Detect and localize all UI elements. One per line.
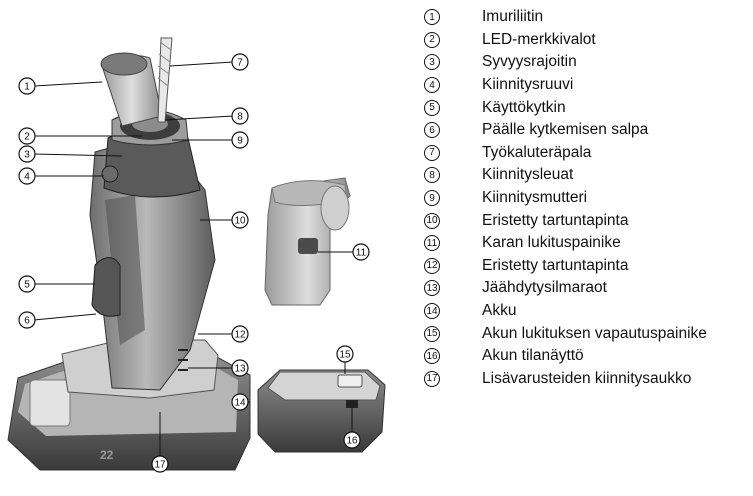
legend-number: 13 bbox=[424, 280, 440, 296]
legend-item: 9 Kiinnitysmutteri bbox=[418, 187, 707, 210]
svg-text:7: 7 bbox=[237, 58, 243, 69]
legend-number: 11 bbox=[424, 235, 440, 251]
legend-label: Akun lukituksen vapautuspainike bbox=[482, 325, 707, 343]
legend-label: Kiinnitysruuvi bbox=[482, 76, 573, 94]
svg-text:5: 5 bbox=[24, 280, 30, 291]
legend-number: 14 bbox=[424, 303, 440, 319]
svg-text:10: 10 bbox=[234, 216, 246, 227]
callout-2: 2 bbox=[19, 128, 35, 144]
legend-number: 6 bbox=[424, 122, 440, 138]
legend-number: 10 bbox=[424, 213, 440, 229]
callout-7: 7 bbox=[232, 54, 248, 70]
svg-text:6: 6 bbox=[24, 316, 30, 327]
legend-item: 17 Lisävarusteiden kiinnitysaukko bbox=[418, 368, 707, 391]
legend-number: 7 bbox=[424, 145, 440, 161]
legend-label: Syvyysrajoitin bbox=[482, 53, 577, 71]
battery-inset bbox=[258, 370, 385, 452]
legend-label: Eristetty tartuntapinta bbox=[482, 257, 628, 275]
legend-label: Akun tilanäyttö bbox=[482, 347, 584, 365]
callout-11: 11 bbox=[353, 244, 369, 260]
legend-item: 5 Käyttökytkin bbox=[418, 96, 707, 119]
svg-text:4: 4 bbox=[24, 172, 30, 183]
legend-label: Kiinnitysleuat bbox=[482, 166, 573, 184]
legend-item: 2 LED-merkkivalot bbox=[418, 29, 707, 52]
legend-number: 3 bbox=[424, 54, 440, 70]
tool-illustration: 22 bbox=[0, 0, 400, 496]
legend-number: 4 bbox=[424, 77, 440, 93]
legend-number: 15 bbox=[424, 326, 440, 342]
svg-text:14: 14 bbox=[234, 398, 246, 409]
svg-text:16: 16 bbox=[346, 436, 358, 447]
legend-item: 7 Työkaluteräpala bbox=[418, 142, 707, 165]
legend-label: Karan lukituspainike bbox=[482, 234, 621, 252]
rotary-tool-main-view: 22 bbox=[8, 38, 250, 470]
callout-15: 15 bbox=[337, 346, 353, 362]
legend-label: LED-merkkivalot bbox=[482, 31, 596, 49]
legend-item: 11 Karan lukituspainike bbox=[418, 232, 707, 255]
legend-item: 13 Jäähdytysilmaraot bbox=[418, 277, 707, 300]
callout-17: 17 bbox=[152, 456, 168, 472]
parts-legend: 1 Imuriliitin 2 LED-merkkivalot 3 Syvyysraj… bbox=[418, 6, 707, 390]
legend-item: 15 Akun lukituksen vapautuspainike bbox=[418, 322, 707, 345]
callout-3: 3 bbox=[19, 146, 35, 162]
svg-text:8: 8 bbox=[237, 112, 243, 123]
svg-text:2: 2 bbox=[24, 132, 30, 143]
legend-number: 5 bbox=[424, 100, 440, 116]
callout-13: 13 bbox=[232, 360, 248, 376]
legend-label: Päälle kytkemisen salpa bbox=[482, 121, 648, 139]
legend-label: Lisävarusteiden kiinnitysaukko bbox=[482, 370, 691, 388]
spindle-lock-inset bbox=[265, 178, 350, 305]
svg-text:13: 13 bbox=[234, 364, 246, 375]
legend-number: 16 bbox=[424, 348, 440, 364]
callout-6: 6 bbox=[19, 312, 35, 328]
svg-text:12: 12 bbox=[234, 330, 246, 341]
svg-text:1: 1 bbox=[24, 82, 30, 93]
svg-text:15: 15 bbox=[339, 350, 351, 361]
legend-item: 4 Kiinnitysruuvi bbox=[418, 74, 707, 97]
callout-8: 8 bbox=[232, 108, 248, 124]
svg-text:3: 3 bbox=[24, 150, 30, 161]
legend-label: Eristetty tartuntapinta bbox=[482, 212, 628, 230]
legend-number: 12 bbox=[424, 258, 440, 274]
legend-number: 17 bbox=[424, 371, 440, 387]
callout-9: 9 bbox=[232, 132, 248, 148]
legend-number: 9 bbox=[424, 190, 440, 206]
legend-item: 10 Eristetty tartuntapinta bbox=[418, 209, 707, 232]
legend-item: 16 Akun tilanäyttö bbox=[418, 345, 707, 368]
legend-label: Käyttökytkin bbox=[482, 99, 566, 117]
svg-text:9: 9 bbox=[237, 136, 243, 147]
legend-label: Imuriliitin bbox=[482, 8, 543, 26]
legend-number: 2 bbox=[424, 32, 440, 48]
callout-16: 16 bbox=[344, 432, 360, 448]
callout-14: 14 bbox=[232, 394, 248, 410]
legend-label: Akku bbox=[482, 302, 516, 320]
legend-item: 12 Eristetty tartuntapinta bbox=[418, 255, 707, 278]
callout-4: 4 bbox=[19, 168, 35, 184]
legend-number: 8 bbox=[424, 167, 440, 183]
svg-text:11: 11 bbox=[356, 248, 367, 259]
legend-item: 3 Syvyysrajoitin bbox=[418, 51, 707, 74]
callout-12: 12 bbox=[232, 326, 248, 342]
legend-item: 8 Kiinnitysleuat bbox=[418, 164, 707, 187]
legend-label: Kiinnitysmutteri bbox=[482, 189, 587, 207]
legend-number: 1 bbox=[424, 9, 440, 25]
battery-model-text: 22 bbox=[100, 448, 114, 462]
callout-5: 5 bbox=[19, 276, 35, 292]
legend-label: Työkaluteräpala bbox=[482, 144, 591, 162]
legend-item: 14 Akku bbox=[418, 300, 707, 323]
callout-1: 1 bbox=[19, 78, 35, 94]
svg-text:17: 17 bbox=[154, 460, 166, 471]
legend-item: 6 Päälle kytkemisen salpa bbox=[418, 119, 707, 142]
callout-10: 10 bbox=[232, 212, 248, 228]
legend-label: Jäähdytysilmaraot bbox=[482, 279, 607, 297]
legend-item: 1 Imuriliitin bbox=[418, 6, 707, 29]
